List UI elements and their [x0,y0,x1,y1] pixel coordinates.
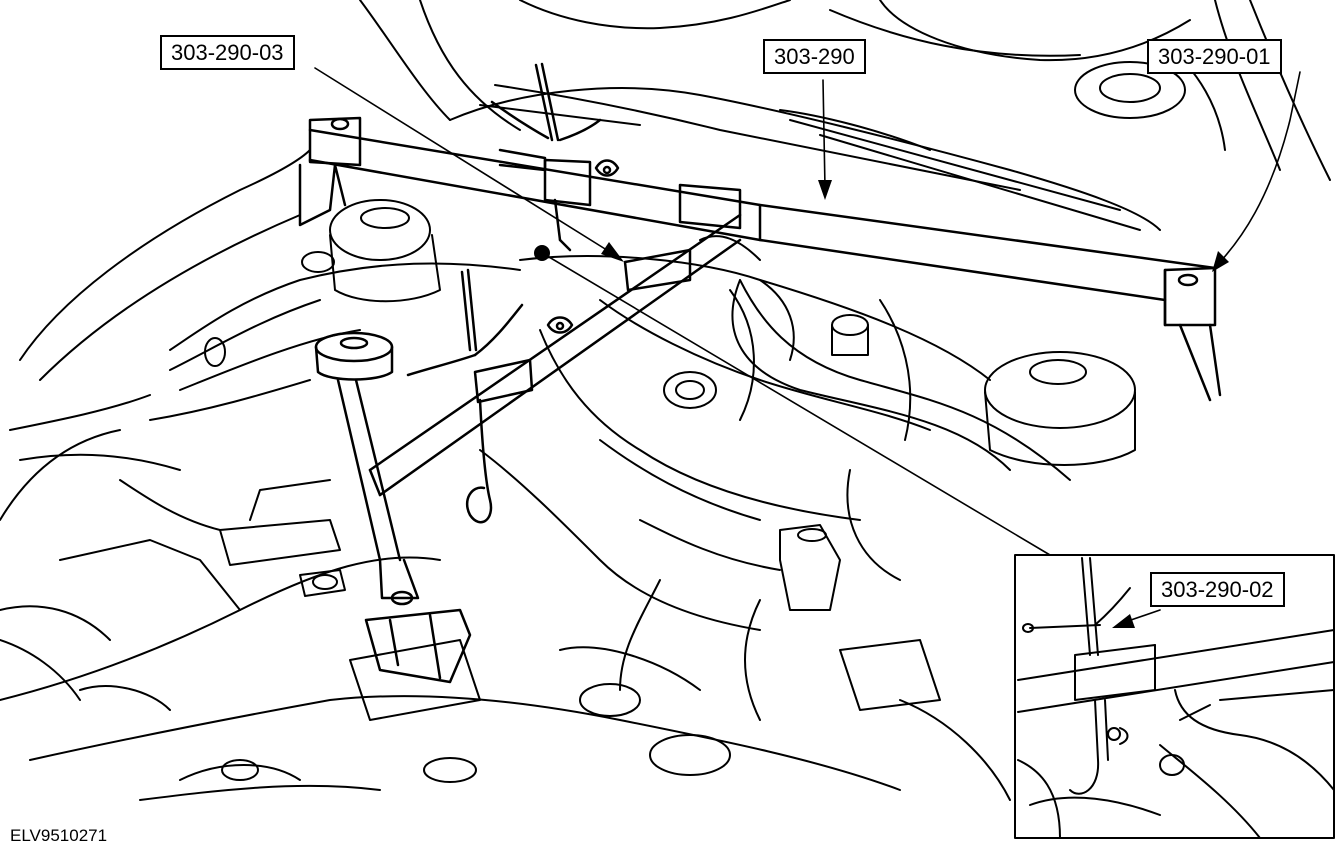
right-strut-cap [1074,61,1186,119]
callout-303-290-03: 303-290-03 [160,35,295,70]
wiring-harness [619,279,1011,721]
leader-lines [314,67,1301,556]
front-panel [0,479,1011,801]
pipes [149,235,1071,481]
left-strut-tower [301,199,441,303]
figure-reference: ELV9510271 [10,826,108,845]
right-strut-tower [831,314,1136,466]
engine-block [479,255,991,631]
support-bar-303-290 [298,62,1222,402]
left-fender [0,149,311,521]
cross-arm-303-290-03 [314,213,742,684]
callout-303-290-02: 303-290-02 [1150,572,1285,607]
windscreen-cowl [449,84,1161,231]
callout-303-290: 303-290 [763,39,866,74]
callout-303-290-01: 303-290-01 [1147,39,1282,74]
reference-dot [534,245,550,261]
